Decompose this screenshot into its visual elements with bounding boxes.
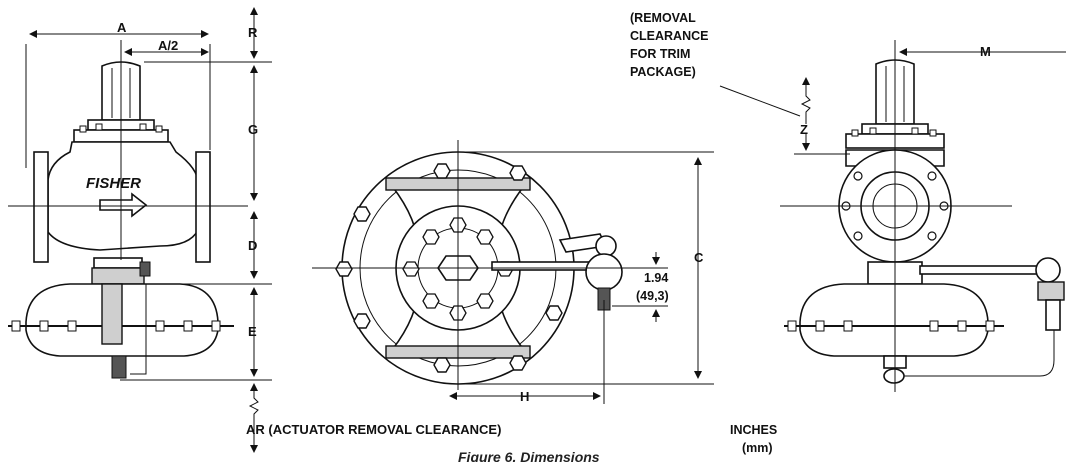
removal-note-line3: FOR TRIM (630, 47, 690, 61)
fisher-logo: FISHER (86, 175, 141, 192)
side-dimensions (719, 48, 1066, 155)
units-mm: (mm) (742, 441, 773, 455)
front-dimensions (25, 7, 272, 453)
offset-inches: 1.94 (644, 271, 668, 285)
units-inches: INCHES (730, 423, 777, 437)
front-view: FISHER (8, 61, 248, 379)
removal-note-line2: CLEARANCE (630, 29, 708, 43)
dim-c-label: C (694, 250, 704, 265)
dim-m-label: M (980, 44, 991, 59)
dim-e-label: E (248, 324, 257, 339)
figure-caption: Figure 6. Dimensions (458, 449, 600, 462)
dim-z-label: Z (800, 122, 808, 137)
side-view (780, 40, 1065, 392)
dim-a-half-label: A/2 (158, 38, 178, 53)
offset-mm: (49,3) (636, 289, 669, 303)
actuator-removal-note: AR (ACTUATOR REMOVAL CLEARANCE) (246, 422, 501, 437)
dim-a-label: A (117, 20, 127, 35)
dim-h-label: H (520, 389, 529, 404)
dim-r-label: R (248, 25, 258, 40)
dim-d-label: D (248, 238, 257, 253)
bottom-view (312, 140, 640, 390)
removal-note-line1: (REMOVAL (630, 11, 696, 25)
bottom-dimensions (449, 151, 714, 404)
dim-g-label: G (248, 122, 258, 137)
removal-note-line4: PACKAGE) (630, 65, 696, 79)
